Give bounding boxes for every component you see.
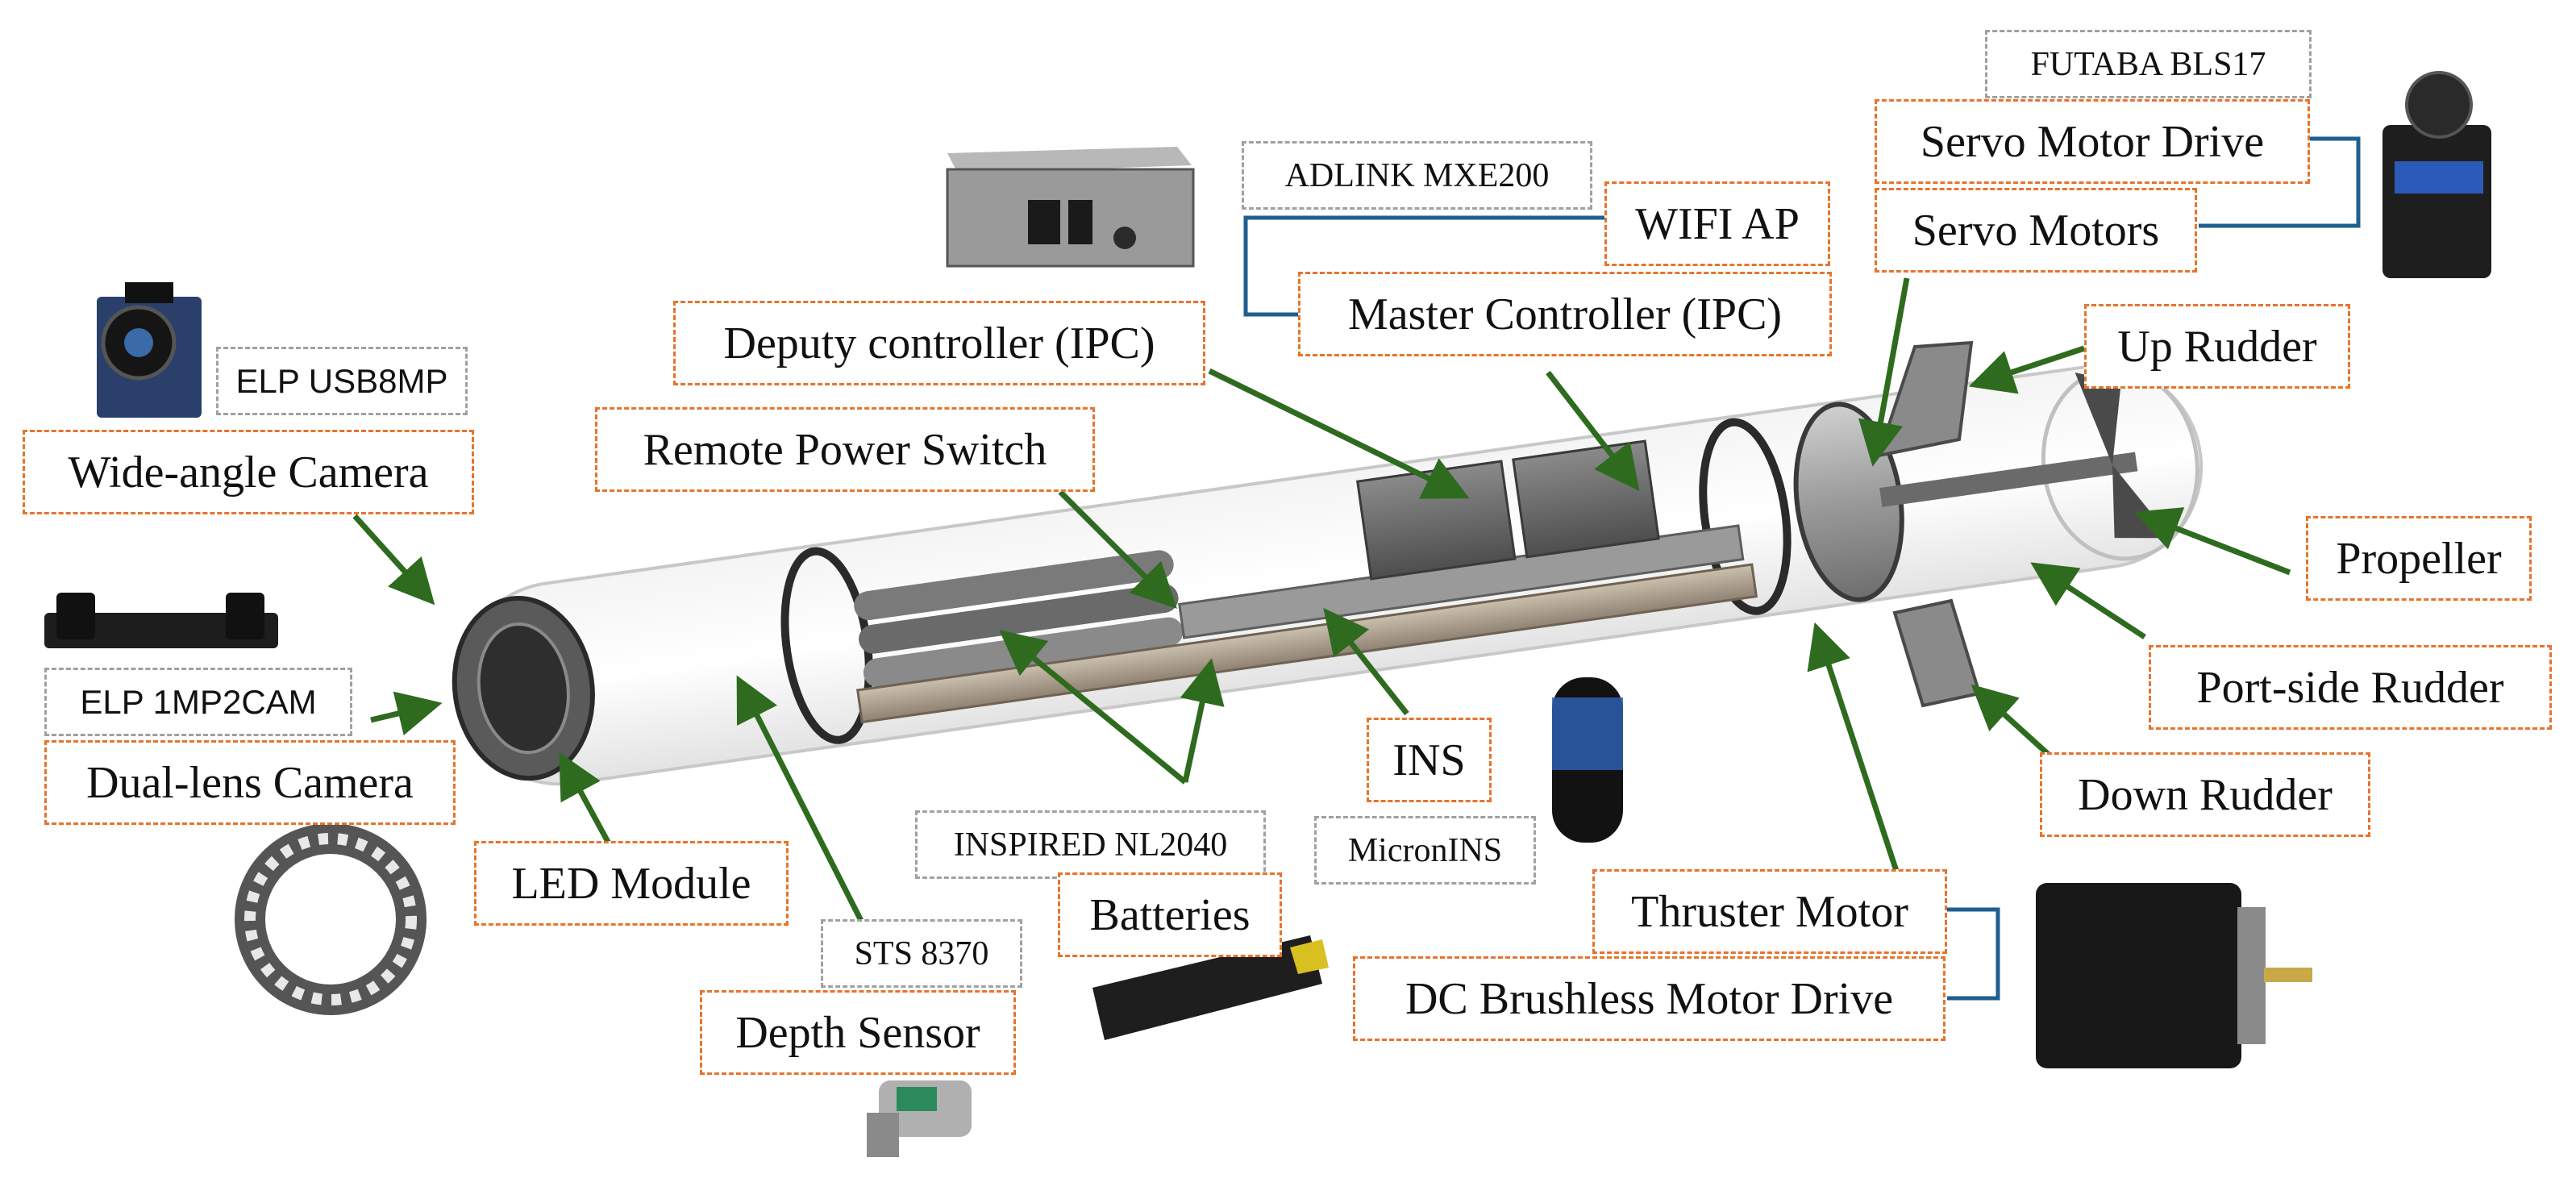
model-inspired-nl2040: INSPIRED NL2040 — [915, 810, 1266, 879]
arrow-deputy-controller — [1208, 368, 1470, 499]
nl2040-battery-image — [1092, 935, 1329, 1040]
arrow-thruster-motor — [1807, 622, 1900, 872]
model-micronins: MicronINS — [1314, 816, 1536, 885]
bracket-servo — [2199, 136, 2361, 228]
model-sts-8370: STS 8370 — [821, 919, 1022, 988]
arrow-master-controller — [1546, 370, 1640, 492]
arrow-led-module — [559, 751, 616, 852]
label-deputy-controller: Deputy controller (IPC) — [673, 301, 1205, 385]
label-servo-motor-drive: Servo Motor Drive — [1875, 99, 2310, 184]
ipc-image — [946, 147, 1195, 268]
bulkhead-rear — [1699, 418, 1792, 615]
bracket-motor-drive — [1947, 907, 2000, 1001]
label-dual-lens-camera: Dual-lens Camera — [44, 740, 456, 825]
label-up-rudder: Up Rudder — [2084, 304, 2350, 389]
model-elp-usb8mp: ELP USB8MP — [216, 347, 468, 415]
futaba-servo-image — [2382, 71, 2491, 278]
label-ins: INS — [1367, 718, 1492, 802]
propeller-shaft — [1879, 452, 2138, 507]
battery-cylinder-2 — [859, 583, 1179, 654]
propeller-blade-1 — [2075, 372, 2121, 465]
label-dc-brushless-motor-drive: DC Brushless Motor Drive — [1353, 956, 1946, 1041]
arrow-remote-power-switch — [1058, 489, 1177, 609]
arrow-propeller — [2133, 507, 2291, 576]
label-down-rudder: Down Rudder — [2040, 752, 2370, 837]
bldc-motor-image — [2036, 883, 2312, 1068]
micronins-image — [1552, 677, 1623, 843]
arrow-up-rudder — [1968, 345, 2086, 394]
model-elp-1mp2cam: ELP 1MP2CAM — [44, 668, 352, 736]
label-batteries: Batteries — [1058, 872, 1282, 957]
bracket-wifi-master — [1243, 215, 1604, 317]
arrow-down-rudder — [1970, 684, 2050, 756]
battery-cylinder-1 — [854, 550, 1174, 621]
arrow-ins — [1323, 608, 1409, 716]
arrow-dual-lens-camera — [370, 691, 443, 736]
label-led-module: LED Module — [474, 841, 789, 926]
auv-hull — [452, 364, 2204, 786]
depth-sensor-image — [867, 1080, 972, 1157]
arrow-wide-angle-camera — [352, 514, 435, 606]
mounting-rail — [856, 563, 1758, 724]
label-thruster-motor: Thruster Motor — [1592, 869, 1947, 954]
label-port-side-rudder: Port-side Rudder — [2149, 645, 2552, 730]
label-wide-angle-camera: Wide-angle Camera — [23, 430, 474, 514]
label-remote-power-switch: Remote Power Switch — [595, 407, 1095, 492]
nose-lens-ring — [476, 622, 570, 755]
model-adlink-mxe200: ADLINK MXE200 — [1242, 141, 1592, 210]
arrow-depth-sensor — [736, 675, 886, 965]
label-master-controller: Master Controller (IPC) — [1298, 272, 1832, 356]
led-ring-image — [235, 823, 427, 1015]
wide-angle-camera-image — [97, 282, 202, 418]
label-servo-motors: Servo Motors — [1875, 188, 2197, 273]
arrow-batteries-b — [1180, 658, 1225, 783]
dual-lens-camera-image — [44, 593, 278, 648]
label-wifi-ap: WIFI AP — [1604, 181, 1830, 266]
label-depth-sensor: Depth Sensor — [700, 990, 1016, 1075]
arrow-batteries-a — [999, 630, 1188, 785]
arrow-port-side-rudder — [2030, 562, 2146, 639]
arrow-servo-motors — [1858, 277, 1910, 467]
label-propeller: Propeller — [2306, 516, 2532, 601]
model-futaba-bls17: FUTABA BLS17 — [1985, 30, 2312, 98]
